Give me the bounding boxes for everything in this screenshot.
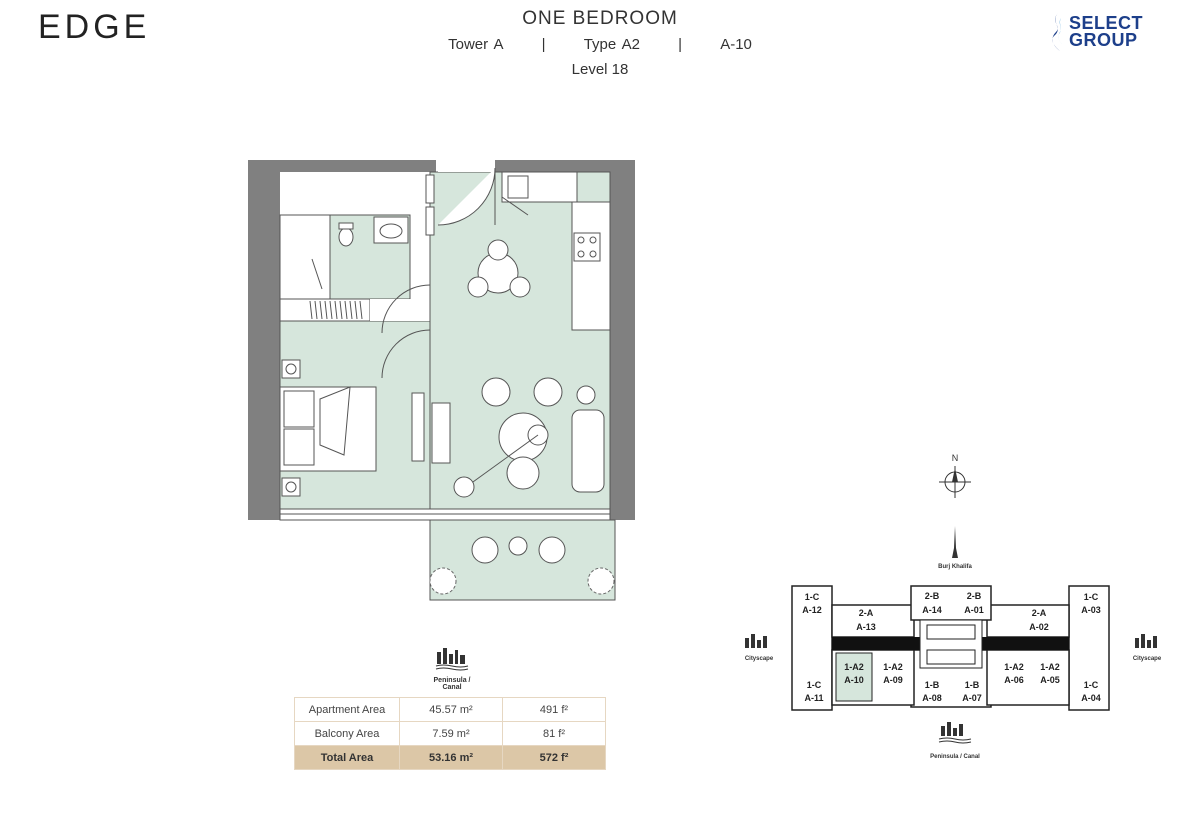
unit-label: A-10 [720, 36, 752, 53]
area-sqft: 572 f² [502, 745, 606, 770]
key-plan: N Burj Khalifa 1-C A-12 2-A A-13 2-B A-1… [745, 453, 1162, 760]
flame-icon [1052, 13, 1062, 51]
unit-id: A-08 [922, 693, 942, 703]
area-table: Apartment Area 45.57 m² 491 f² Balcony A… [294, 697, 606, 770]
skyline-icon-bottom [938, 722, 972, 744]
view-indicator: Peninsula / Canal [424, 646, 480, 691]
unit-type: 1-C [805, 592, 820, 602]
unit-id: A-12 [802, 605, 822, 615]
armchair [533, 377, 563, 407]
unit-id: A-05 [1040, 675, 1060, 685]
area-sqm: 53.16 m² [399, 745, 503, 770]
unit-id: A-06 [1004, 675, 1024, 685]
unit-info: Tower A | Type A2 | A-10 [0, 36, 1200, 53]
unit-block-left [791, 585, 833, 711]
unit-type: 2-B [925, 591, 940, 601]
skyline-icon [435, 648, 469, 671]
compass-icon [939, 466, 971, 498]
north-label: N [952, 453, 959, 463]
unit-type: 1-A2 [883, 662, 903, 672]
shower-area [279, 214, 331, 300]
floor-lamp [465, 434, 539, 488]
armchair [481, 377, 511, 407]
edge-logo: EDGE [38, 8, 150, 47]
area-label: Total Area [294, 745, 400, 770]
right-view-label: Cityscape [1133, 656, 1162, 662]
unit-type: 1-A2 [844, 662, 864, 672]
table-row-total: Total Area 53.16 m² 572 f² [294, 745, 606, 770]
floor-plan [248, 160, 635, 601]
unit-id: A-10 [844, 675, 864, 685]
entry-door [437, 167, 496, 226]
unit-type: 1-C [1084, 592, 1099, 602]
bedroom-door [381, 329, 431, 379]
unit-id: A-14 [922, 605, 942, 615]
table-row: Apartment Area 45.57 m² 491 f² [294, 697, 606, 722]
unit-id: A-09 [883, 675, 903, 685]
unit-type: 2-A [859, 608, 874, 618]
view-label: Peninsula / Canal [433, 677, 471, 691]
separator: | [541, 36, 546, 53]
unit-type: 1-C [1084, 680, 1099, 690]
burj-khalifa-icon [952, 526, 958, 558]
area-sqft: 491 f² [502, 697, 606, 722]
cooktop [573, 232, 601, 262]
unit-id: A-03 [1081, 605, 1101, 615]
edge-logo-text: EDGE [38, 8, 151, 46]
unit-block-right [1068, 585, 1110, 711]
area-label: Apartment Area [294, 697, 400, 722]
tower-label: Tower A [448, 36, 504, 53]
type-label: Type A2 [583, 36, 640, 53]
tv-unit [411, 392, 425, 462]
unit-id: A-02 [1029, 622, 1049, 632]
unit-id: A-01 [964, 605, 984, 615]
plant [587, 567, 615, 595]
left-exterior-wall [248, 160, 280, 520]
top-exterior-wall [248, 160, 436, 172]
nightstand [281, 359, 301, 379]
left-view-label: Cityscape [745, 656, 774, 662]
group-word: GROUP [1069, 30, 1138, 50]
page-header: ONE BEDROOM Tower A | Type A2 | A-10 Lev… [0, 8, 1200, 78]
unit-type: 2-B [967, 591, 982, 601]
bottom-view-label: Peninsula / Canal [930, 754, 980, 760]
area-sqm: 7.59 m² [399, 721, 503, 746]
right-exterior-wall [610, 160, 635, 520]
top-right-exterior-wall [495, 160, 635, 172]
area-label: Balcony Area [294, 721, 400, 746]
table-row: Balcony Area 7.59 m² 81 f² [294, 721, 606, 746]
select-group-text: SELECT GROUP [1069, 13, 1144, 50]
balcony [429, 519, 616, 601]
nightstand [281, 477, 301, 497]
unit-type: 1-B [925, 680, 940, 690]
unit-id: A-13 [856, 622, 876, 632]
level-label: Level 18 [571, 61, 629, 78]
unit-type: 1-A2 [1040, 662, 1060, 672]
toilet [338, 227, 354, 247]
unit-id: A-11 [804, 693, 823, 703]
unit-id: A-04 [1081, 693, 1101, 703]
area-sqft: 81 f² [502, 721, 606, 746]
sofa [571, 409, 605, 493]
cityscape-icon-right [1135, 634, 1157, 648]
unit-type: 1-C [807, 680, 822, 690]
area-sqm: 45.57 m² [399, 697, 503, 722]
page-title: ONE BEDROOM [522, 8, 678, 29]
unit-type: 1-B [965, 680, 980, 690]
unit-type: 1-A2 [1004, 662, 1024, 672]
top-view-label: Burj Khalifa [938, 564, 972, 570]
unit-id: A-07 [962, 693, 982, 703]
select-word: SELECT [1069, 13, 1144, 33]
separator: | [678, 36, 683, 53]
cityscape-icon-left [745, 634, 767, 648]
plant [429, 567, 457, 595]
unit-type: 2-A [1032, 608, 1047, 618]
select-group-logo: SELECT GROUP [1048, 12, 1143, 52]
highlighted-unit [835, 652, 873, 702]
